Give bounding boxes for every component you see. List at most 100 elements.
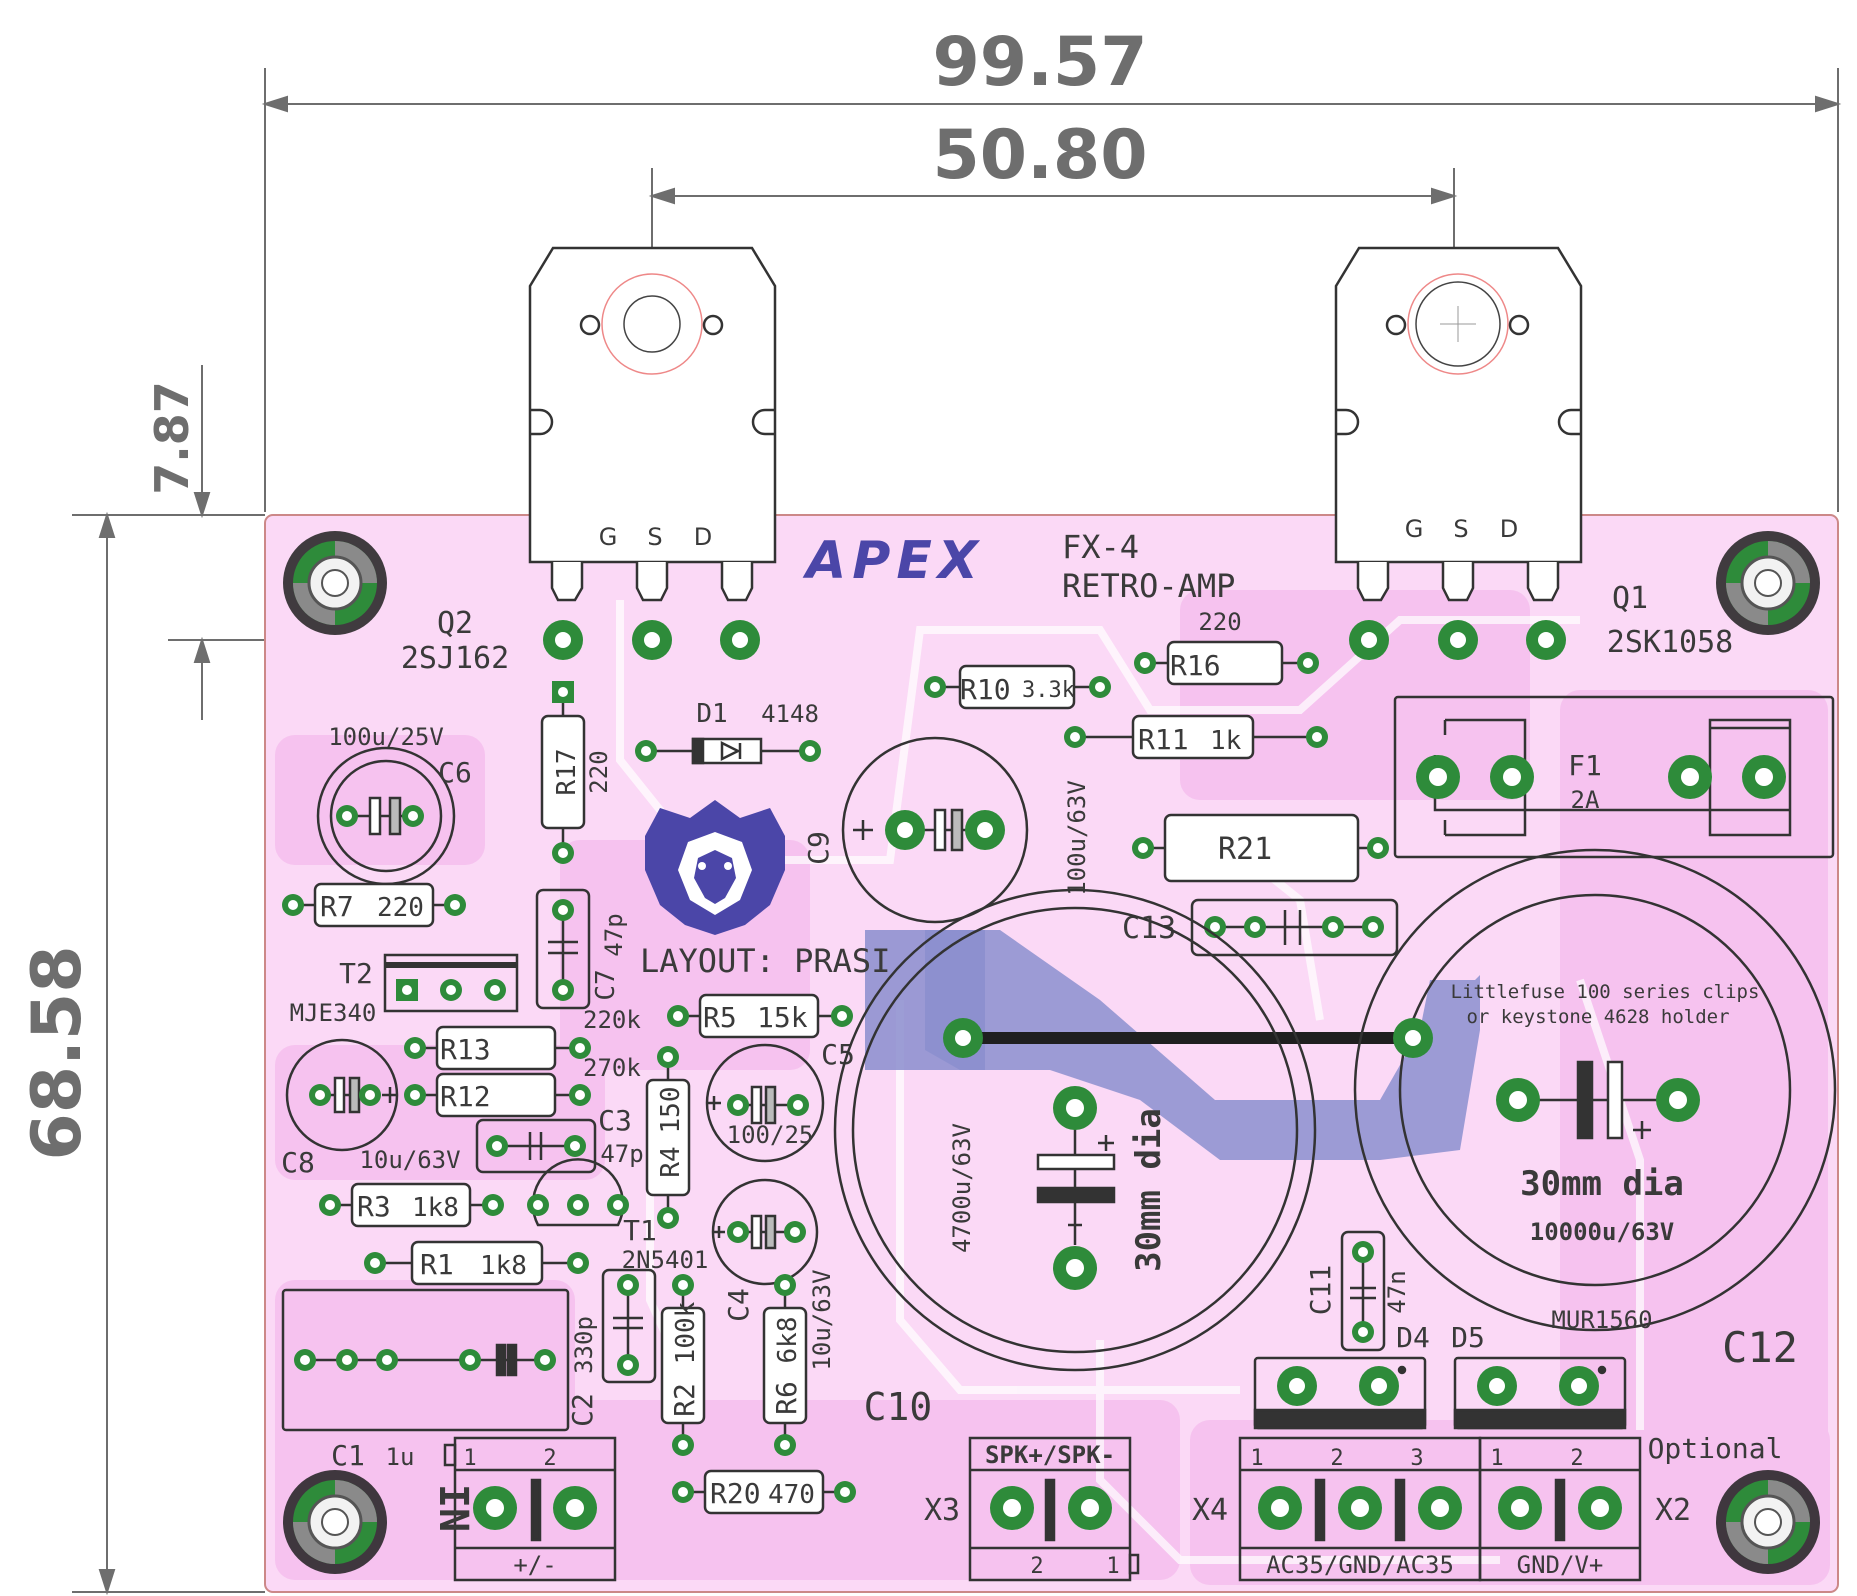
d1-pad-2	[799, 740, 821, 762]
x2-pad-1	[1498, 1486, 1542, 1530]
r13-value-label: 220k	[583, 1006, 641, 1034]
r2-pad-1	[672, 1274, 694, 1296]
board-title-line2: RETRO-AMP	[1062, 567, 1235, 605]
c12-pad-plus	[1656, 1078, 1700, 1122]
r11-pad-1	[1064, 726, 1086, 748]
c5-pad-2	[787, 1094, 809, 1116]
diode-d4	[1253, 1356, 1427, 1430]
r12-ref-label: R12	[440, 1080, 491, 1113]
d5-pad-a	[1477, 1366, 1517, 1406]
c1-ref-label: C1	[331, 1439, 365, 1472]
r10-ref-label: R10	[960, 673, 1011, 706]
r3-pad-2	[482, 1194, 504, 1216]
c2-value-label: 330p	[570, 1316, 598, 1374]
r21-ref-label: R21	[1218, 832, 1272, 867]
resistor-r17	[540, 692, 586, 853]
r10-value-label: 3.3k	[1022, 678, 1075, 703]
c8-value-label: 10u/63V	[359, 1146, 460, 1174]
c7-value-label: 47p	[600, 913, 628, 956]
r16-pad-2	[1297, 652, 1319, 674]
r16-ref-label: R16	[1170, 649, 1221, 682]
r5-ref-label: R5	[703, 1001, 737, 1034]
apex-logo: APEX	[802, 531, 984, 591]
lion-logo	[645, 800, 785, 935]
r2-ref-label: R2	[668, 1383, 701, 1417]
r12-pad-1	[404, 1084, 426, 1106]
c5-pad-1	[727, 1094, 749, 1116]
c9-pad-2	[965, 810, 1005, 850]
t2-pad-2	[440, 979, 462, 1001]
optional-label: Optional	[1648, 1432, 1783, 1465]
c1-pad-1	[294, 1349, 316, 1371]
c12-value-label: 10000u/63V	[1530, 1218, 1675, 1246]
c13-pad-3	[1322, 916, 1344, 938]
r4-pad-1	[657, 1046, 679, 1068]
r6-value-label: 6k8	[773, 1317, 803, 1364]
d4-pad-a	[1277, 1366, 1317, 1406]
d5-ref-label: D5	[1451, 1321, 1485, 1354]
q1-ref-label: Q1	[1612, 581, 1648, 616]
x4-pin2-label: 2	[1330, 1446, 1343, 1471]
connector-x3	[968, 1436, 1140, 1582]
t1-ref-label: T1	[623, 1214, 657, 1247]
r1-ref-label: R1	[420, 1248, 454, 1281]
x2-pin1-label: 1	[1490, 1446, 1503, 1471]
t2-value-label: MJE340	[290, 999, 377, 1027]
c3-pad-2	[564, 1135, 586, 1157]
connector-in	[443, 1436, 617, 1582]
c8-pad-2	[359, 1084, 381, 1106]
layout-credit: LAYOUT: PRASI	[640, 942, 890, 980]
r21-pad-2	[1367, 837, 1389, 859]
mosfet-q2-body	[528, 246, 777, 602]
c2-pad-1	[617, 1274, 639, 1296]
x2-pin2-label: 2	[1570, 1446, 1583, 1471]
d1-ref-label: D1	[696, 699, 727, 729]
x3-pad-spk-plus	[990, 1486, 1034, 1530]
x3-pin2-label: 2	[1030, 1554, 1043, 1579]
r12-pad-2	[569, 1084, 591, 1106]
r5-pad-2	[831, 1005, 853, 1027]
r13-pad-1	[404, 1037, 426, 1059]
r1-pad-2	[567, 1252, 589, 1274]
q1-pin-g-label: G	[1405, 515, 1424, 543]
x4-pin3-label: 3	[1410, 1446, 1423, 1471]
resistor-r4	[645, 1057, 691, 1218]
resistor-r2	[660, 1285, 706, 1445]
r2-pad-2	[672, 1434, 694, 1456]
r6-pad-2	[774, 1434, 796, 1456]
q1-pin-d-label: D	[1500, 515, 1518, 543]
c12-ref-label: C12	[1722, 1323, 1798, 1372]
c11-ref-label: C11	[1304, 1265, 1337, 1316]
c10-bridge-pad	[943, 1018, 983, 1058]
r7-pad-1	[282, 894, 304, 916]
t1-pad-3	[607, 1194, 629, 1216]
resistor-r5	[678, 993, 842, 1039]
in-pad-2	[553, 1486, 597, 1530]
in-label: IN	[430, 1484, 476, 1532]
capacitor-c12	[1353, 848, 1837, 1332]
c9-ref-label: C9	[802, 831, 835, 865]
c1-pad-4	[459, 1349, 481, 1371]
d5-pad-k	[1559, 1366, 1599, 1406]
r3-value-label: 1k8	[412, 1193, 459, 1223]
capacitor-c11	[1340, 1230, 1386, 1352]
d4-ref-label: D4	[1396, 1321, 1430, 1354]
x4-pad-3	[1418, 1486, 1462, 1530]
c6-pad-1	[336, 805, 358, 827]
c1-pad-5	[534, 1349, 556, 1371]
r21-pad-1	[1132, 837, 1154, 859]
c5-ref-label: C5	[821, 1038, 855, 1071]
r6-pad-1	[774, 1274, 796, 1296]
q2-pad-s	[632, 620, 672, 660]
r11-value-label: 1k	[1210, 726, 1242, 756]
r6-ref-label: R6	[770, 1381, 803, 1415]
mounting-hole-bottom-right	[1714, 1468, 1822, 1576]
t2-pad-1	[396, 979, 418, 1001]
resistor-r21	[1143, 813, 1378, 883]
c7-ref-label: C7	[591, 969, 621, 1000]
r4-pad-2	[657, 1207, 679, 1229]
r16-value-label: 220	[1198, 608, 1241, 636]
c10-size-note: 30mm dia	[1129, 1108, 1169, 1272]
q2-pad-g	[543, 620, 583, 660]
